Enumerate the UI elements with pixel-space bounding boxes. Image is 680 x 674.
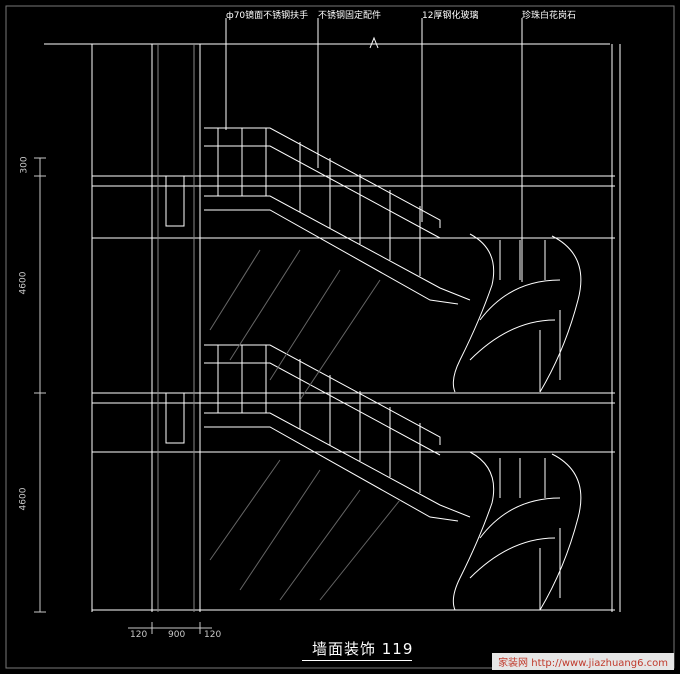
label-granite: 珍珠白花岗石 [522,11,577,21]
dim-300: 300 [19,156,30,174]
outer-border [5,5,675,669]
lower-flight [204,344,471,522]
dimension-lines [34,157,212,634]
dim-120-left: 120 [130,630,148,640]
label-handrail: ф70镜面不锈钢扶手 [226,11,309,21]
dim-120-right: 120 [204,630,222,640]
label-fitting: 不锈钢固定配件 [318,11,382,21]
title-underline [302,660,412,661]
glass-hatch [209,249,401,601]
upper-curve-flight [452,233,582,393]
lower-curve-flight [452,451,582,611]
dim-900: 900 [168,630,186,640]
break-mark [369,36,379,49]
drawing-title: 墙面装饰 119 [312,640,414,658]
leader-lines [225,18,523,282]
label-glass: 12厚钢化玻璃 [422,11,479,21]
watermark: 家装网 http://www.jiazhuang6.com [492,653,674,670]
dim-4600-lower: 4600 [18,487,29,511]
left-column [91,44,201,612]
dim-4600-upper: 4600 [18,271,29,295]
upper-flight [204,127,471,305]
